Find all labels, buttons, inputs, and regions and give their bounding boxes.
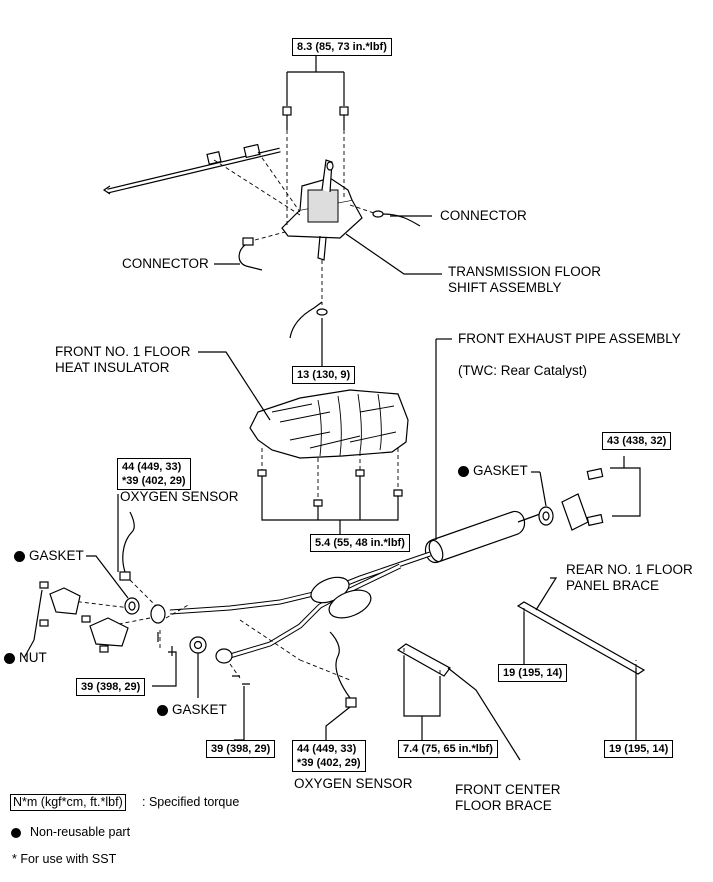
label-panel-brace: REAR NO. 1 FLOOR PANEL BRACE bbox=[566, 562, 693, 594]
label-center-brace: FRONT CENTER FLOOR BRACE bbox=[455, 782, 561, 814]
torque-shift-lower: 13 (130, 9) bbox=[292, 366, 356, 384]
legend-torque-text: : Specified torque bbox=[142, 795, 240, 809]
label-nut: NUT bbox=[19, 650, 47, 665]
shift-cable bbox=[102, 143, 281, 195]
label-oxygen-sensor-front: OXYGEN SENSOR bbox=[120, 489, 239, 504]
front-no1-floor-heat-insulator bbox=[249, 389, 409, 459]
legend-torque-unit: N*m (kgf*cm, ft.*lbf) bbox=[10, 794, 126, 811]
label-line: FRONT NO. 1 FLOOR bbox=[55, 344, 191, 359]
label-connector-right: CONNECTOR bbox=[440, 208, 527, 223]
connector-right bbox=[372, 210, 432, 227]
torque-value: 44 (449, 33) bbox=[122, 461, 182, 473]
oxygen-sensor-rear bbox=[329, 631, 357, 708]
transmission-floor-shift-assembly bbox=[281, 159, 363, 261]
label-shift-assembly: TRANSMISSION FLOOR SHIFT ASSEMBLY bbox=[448, 264, 601, 296]
torque-insulator: 5.4 (55, 48 in.*lbf) bbox=[310, 534, 410, 552]
nonreusable-dot bbox=[157, 705, 168, 716]
label-line: TRANSMISSION FLOOR bbox=[448, 264, 602, 279]
torque-value: 44 (449, 33) bbox=[297, 743, 357, 755]
label-twc: (TWC: Rear Catalyst) bbox=[458, 363, 588, 378]
label-line: REAR NO. 1 FLOOR bbox=[566, 562, 693, 577]
shift-bolt bbox=[282, 106, 292, 130]
legend-nonreusable-dot bbox=[11, 828, 21, 838]
rear-no1-floor-panel-brace bbox=[516, 601, 646, 712]
torque-manifold-right: 39 (398, 29) bbox=[206, 740, 276, 758]
label-gasket-rear: GASKET bbox=[473, 463, 528, 478]
exhaust-manifold-right bbox=[89, 617, 129, 647]
torque-value-sst: *39 (402, 29) bbox=[297, 757, 361, 769]
label-gasket-left: GASKET bbox=[29, 548, 84, 563]
torque-shift-bolts: 8.3 (85, 73 in.*lbf) bbox=[292, 38, 392, 56]
label-gasket-bottom: GASKET bbox=[172, 702, 227, 717]
torque-panel-brace-right: 19 (195, 14) bbox=[604, 740, 674, 758]
label-heat-insulator: FRONT NO. 1 FLOOR HEAT INSULATOR bbox=[55, 344, 191, 376]
connector-left bbox=[214, 237, 263, 271]
rear-flange bbox=[561, 467, 604, 531]
torque-rear-flange: 43 (438, 32) bbox=[602, 432, 672, 450]
label-line: FRONT CENTER bbox=[455, 782, 561, 797]
label-line: SHIFT ASSEMBLY bbox=[448, 280, 562, 295]
nonreusable-dot bbox=[4, 653, 15, 664]
nonreusable-dot bbox=[458, 466, 469, 477]
torque-manifold-left: 39 (398, 29) bbox=[76, 678, 146, 696]
label-line: HEAT INSULATOR bbox=[55, 360, 170, 375]
label-line: FLOOR BRACE bbox=[455, 798, 552, 813]
shift-bolt bbox=[339, 106, 349, 130]
torque-panel-brace-left: 19 (195, 14) bbox=[498, 664, 568, 682]
front-exhaust-pipe-assembly bbox=[150, 510, 541, 664]
exhaust-manifold-left bbox=[49, 587, 81, 615]
nonreusable-dot bbox=[14, 551, 25, 562]
legend-nonreusable: Non-reusable part bbox=[30, 825, 131, 839]
torque-value-sst: *39 (402, 29) bbox=[122, 475, 186, 487]
legend-sst: * For use with SST bbox=[12, 852, 117, 866]
front-center-floor-brace bbox=[396, 643, 451, 690]
label-line: PANEL BRACE bbox=[566, 578, 660, 593]
label-connector-left: CONNECTOR bbox=[122, 256, 209, 271]
label-oxygen-sensor-rear: OXYGEN SENSOR bbox=[294, 776, 413, 791]
oxygen-sensor-front bbox=[119, 511, 135, 581]
label-exhaust-pipe: FRONT EXHAUST PIPE ASSEMBLY bbox=[458, 331, 681, 346]
torque-center-brace: 7.4 (75, 65 in.*lbf) bbox=[398, 740, 498, 758]
torque-oxygen-sensor-rear: 44 (449, 33) *39 (402, 29) bbox=[292, 740, 366, 772]
torque-oxygen-sensor-front: 44 (449, 33) *39 (402, 29) bbox=[117, 458, 191, 490]
